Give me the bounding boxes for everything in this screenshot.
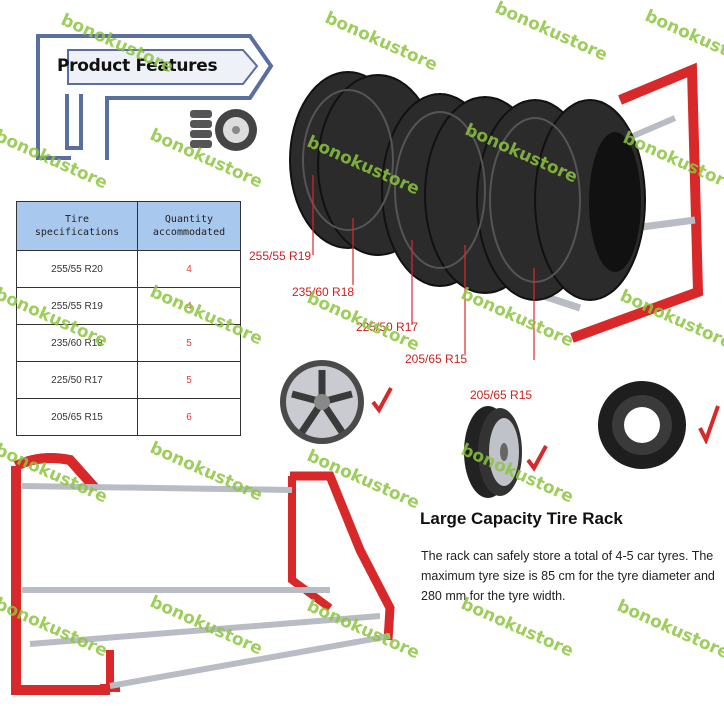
tire-label: 235/60 R18 [292,285,355,299]
quantity-cell: 5 [137,361,241,399]
tire-label: 225/50 R17 [356,320,419,334]
watermark-text: bonokustore [613,596,724,664]
spec-cell: 205/65 R15 [16,398,138,436]
quantity-cell: 4 [137,287,241,325]
spec-cell: 255/55 R20 [16,250,138,288]
tire-label: 205/65 R15 [470,388,533,402]
spec-table: Tire specifications Quantity accommodate… [16,201,241,436]
tire-tread-image [464,406,522,498]
column-header-spec: Tire specifications [16,201,138,251]
check-icon [371,387,393,414]
product-features-banner [36,34,274,160]
check-icon [698,405,720,444]
quantity-cell: 4 [137,250,241,288]
page-title: Product Features [57,56,218,76]
feature-description: The rack can safely store a total of 4-5… [421,549,715,603]
quantity-cell: 6 [137,398,241,436]
table-header-row: Tire specifications Quantity accommodate… [16,201,241,251]
spec-cell: 225/50 R17 [16,361,138,399]
column-header-quantity: Quantity accommodated [137,201,241,251]
spec-cell: 235/60 R18 [16,324,138,362]
tire-stack-icon [190,109,257,151]
tire-rack-empty-image [11,453,395,695]
tire-label: 255/55 R19 [249,249,312,263]
check-icon [526,445,548,472]
tire-label: 205/65 R15 [405,352,468,366]
feature-heading: Large Capacity Tire Rack [420,509,623,528]
alloy-wheel-image [280,360,364,444]
tire-rack-loaded-image [289,62,704,360]
tire-front-image [598,381,686,469]
